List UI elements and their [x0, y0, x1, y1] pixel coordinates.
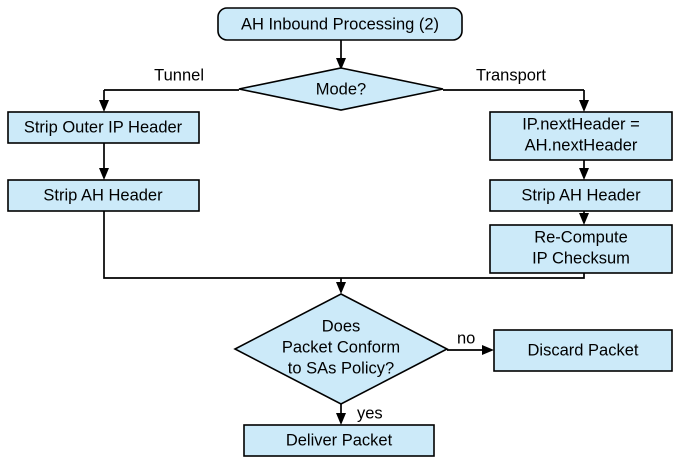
arrowhead-strip-ah-to-recompute	[579, 213, 589, 225]
edge-start-to-mode	[336, 40, 346, 70]
arrowhead-start-to-mode	[336, 58, 346, 70]
discard-packet-shape[interactable]	[493, 329, 673, 372]
strip-outer-ip-header-label: Strip Outer IP Header	[24, 118, 183, 136]
start-node-shape[interactable]	[217, 7, 463, 41]
sa-policy-decision-label-line1: Does	[322, 317, 361, 335]
arrowhead-strip-outer-to-strip-ah	[99, 168, 109, 180]
edge-label-tunnel: Tunnel	[154, 66, 204, 84]
edge-label-no: no	[457, 329, 475, 347]
recompute-ip-checksum-label-line2: IP Checksum	[532, 249, 630, 267]
strip-outer-ip-header-shape[interactable]	[7, 111, 200, 144]
mode-decision-label: Mode?	[316, 80, 366, 98]
sa-policy-decision-shape[interactable]	[233, 293, 449, 405]
edge-mode-to-strip-outer-ip	[99, 90, 109, 112]
arrowhead-yes-branch	[336, 413, 346, 425]
strip-ah-header-transport-shape[interactable]	[489, 179, 673, 212]
node-ip-nextheader-assign[interactable]: IP.nextHeader = AH.nextHeader	[489, 111, 673, 161]
edge-merge-to-sa-policy	[103, 211, 585, 294]
node-start[interactable]: AH Inbound Processing (2)	[217, 7, 463, 41]
sa-policy-decision-label-line3: to SAs Policy?	[288, 359, 394, 377]
deliver-packet-label: Deliver Packet	[286, 431, 393, 449]
edge-ip-nextheader-to-strip-ah	[579, 160, 589, 180]
edge-sa-policy-to-deliver	[336, 404, 346, 425]
edge-label-layer: Tunnel Transport no yes	[154, 66, 546, 422]
ip-nextheader-assign-label-line1: IP.nextHeader =	[522, 115, 640, 133]
node-sa-policy-decision[interactable]: Does Packet Conform to SAs Policy?	[233, 293, 449, 405]
mode-decision-shape[interactable]	[238, 67, 444, 111]
ip-nextheader-assign-shape[interactable]	[489, 111, 673, 161]
node-mode-decision[interactable]: Mode?	[238, 67, 444, 111]
arrowhead-no-branch	[482, 345, 494, 355]
recompute-ip-checksum-label-line1: Re-Compute	[534, 228, 628, 246]
edge-line-merge-path	[103, 211, 585, 279]
node-strip-ah-header-transport[interactable]: Strip AH Header	[489, 179, 673, 212]
arrowhead-merge-to-sa-policy	[336, 282, 346, 294]
node-discard-packet[interactable]: Discard Packet	[493, 329, 673, 372]
ip-nextheader-assign-label-line2: AH.nextHeader	[525, 136, 638, 154]
edge-label-transport: Transport	[476, 66, 546, 84]
arrowhead-transport-drop	[579, 100, 589, 112]
node-strip-outer-ip-header[interactable]: Strip Outer IP Header	[7, 111, 200, 144]
deliver-packet-shape[interactable]	[243, 424, 435, 457]
sa-policy-decision-label-line2: Packet Conform	[282, 338, 400, 356]
node-deliver-packet[interactable]: Deliver Packet	[243, 424, 435, 457]
start-node-label: AH Inbound Processing (2)	[241, 15, 439, 33]
recompute-ip-checksum-shape[interactable]	[489, 224, 673, 274]
edge-strip-outer-to-strip-ah-tunnel	[99, 143, 109, 180]
strip-ah-header-transport-label: Strip AH Header	[521, 186, 641, 204]
edge-mode-to-ip-nextheader	[579, 90, 589, 112]
edge-layer	[99, 40, 589, 425]
node-recompute-ip-checksum[interactable]: Re-Compute IP Checksum	[489, 224, 673, 274]
node-strip-ah-header-tunnel[interactable]: Strip AH Header	[7, 179, 200, 212]
arrowhead-tunnel-drop	[99, 100, 109, 112]
edge-label-yes: yes	[357, 404, 383, 422]
edge-strip-ah-to-recompute	[579, 211, 589, 225]
edge-sa-policy-to-discard	[447, 345, 494, 355]
discard-packet-label: Discard Packet	[528, 341, 639, 359]
strip-ah-header-tunnel-shape[interactable]	[7, 179, 200, 212]
arrowhead-ip-nextheader-to-strip-ah	[579, 168, 589, 180]
strip-ah-header-tunnel-label: Strip AH Header	[43, 186, 163, 204]
